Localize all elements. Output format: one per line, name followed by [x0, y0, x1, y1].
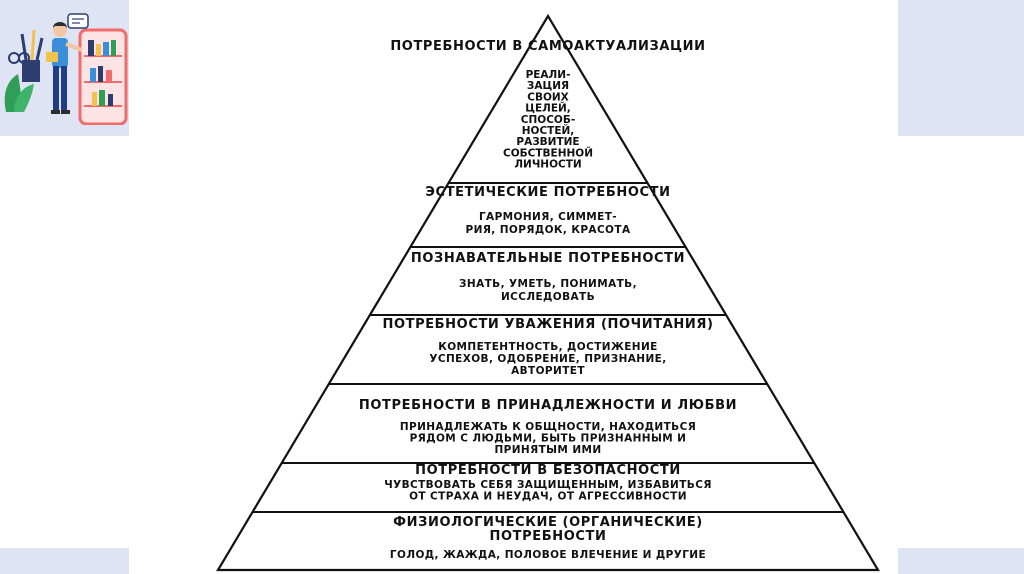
tier-5-description-line: ПРИНЯТЫМ ИМИ — [494, 444, 601, 456]
tier-1-description-line: СВОИХ — [527, 91, 569, 103]
tier-7-title: ФИЗИОЛОГИЧЕСКИЕ (ОРГАНИЧЕСКИЕ) — [393, 515, 703, 530]
tier-1-description-line: НОСТЕЙ, — [522, 124, 575, 137]
tier-3-title: ПОЗНАВАТЕЛЬНЫЕ ПОТРЕБНОСТИ — [411, 251, 685, 266]
tier-1-description-line: СПОСОБ- — [521, 114, 575, 126]
tier-7-description-line: ГОЛОД, ЖАЖДА, ПОЛОВОЕ ВЛЕЧЕНИЕ И ДРУГИЕ — [390, 549, 706, 561]
tier-7-title-line-2: ПОТРЕБНОСТИ — [490, 529, 607, 544]
tier-6-description-line: ОТ СТРАХА И НЕУДАЧ, ОТ АГРЕССИВНОСТИ — [409, 491, 687, 503]
tier-3-description-line: ЗНАТЬ, УМЕТЬ, ПОНИМАТЬ, — [459, 278, 637, 290]
tier-1-description-line: РЕАЛИ- — [526, 69, 571, 81]
tier-1-description-line: ЛИЧНОСТИ — [514, 159, 581, 171]
tier-1-description-line: ЦЕЛЕЙ, — [525, 102, 571, 115]
tier-2-description-line: РИЯ, ПОРЯДОК, КРАСОТА — [466, 224, 631, 236]
tier-1-title: ПОТРЕБНОСТИ В САМОАКТУАЛИЗАЦИИ — [390, 39, 705, 54]
tier-5-description-line: РЯДОМ С ЛЮДЬМИ, БЫТЬ ПРИЗНАННЫМ И — [410, 433, 687, 445]
tier-4-title: ПОТРЕБНОСТИ УВАЖЕНИЯ (ПОЧИТАНИЯ) — [382, 317, 713, 332]
tier-5-title: ПОТРЕБНОСТИ В ПРИНАДЛЕЖНОСТИ И ЛЮБВИ — [359, 398, 737, 413]
tier-4-description-line: УСПЕХОВ, ОДОБРЕНИЕ, ПРИЗНАНИЕ, — [429, 353, 666, 365]
tier-3-description-line: ИССЛЕДОВАТЬ — [501, 291, 595, 303]
tier-1-description-line: ЗАЦИЯ — [527, 80, 569, 92]
tier-1-description-line: РАЗВИТИЕ — [516, 136, 579, 148]
tier-4-description-line: АВТОРИТЕТ — [511, 365, 585, 377]
tier-4-description-line: КОМПЕТЕНТНОСТЬ, ДОСТИЖЕНИЕ — [438, 341, 658, 353]
tier-5-description-line: ПРИНАДЛЕЖАТЬ К ОБЩНОСТИ, НАХОДИТЬСЯ — [400, 421, 696, 433]
tier-6-description-line: ЧУВСТВОВАТЬ СЕБЯ ЗАЩИЩЕННЫМ, ИЗБАВИТЬСЯ — [384, 479, 712, 491]
tier-2-description-line: ГАРМОНИЯ, СИММЕТ- — [479, 211, 617, 223]
tier-6-title: ПОТРЕБНОСТИ В БЕЗОПАСНОСТИ — [415, 463, 681, 478]
tier-1-description-line: СОБСТВЕННОЙ — [503, 146, 593, 159]
tier-2-title: ЭСТЕТИЧЕСКИЕ ПОТРЕБНОСТИ — [425, 185, 670, 200]
